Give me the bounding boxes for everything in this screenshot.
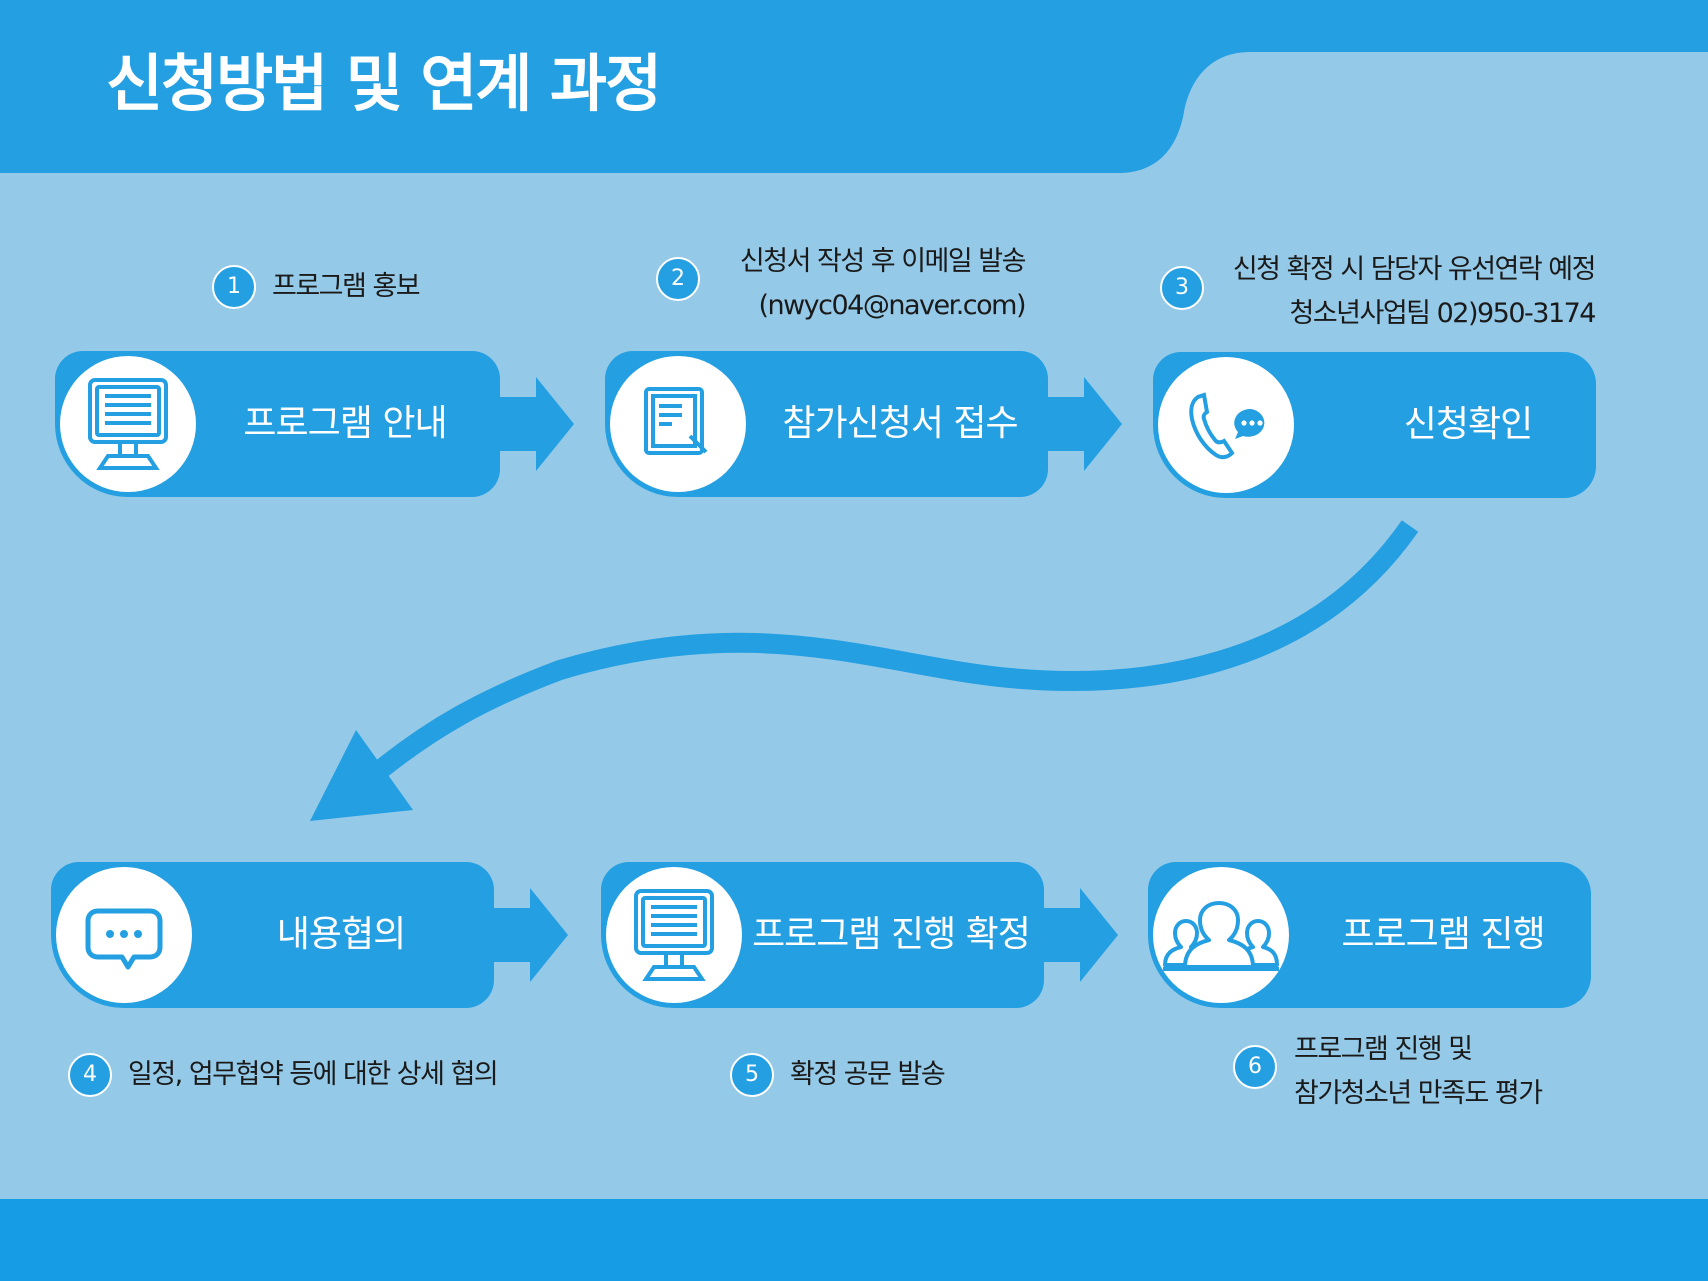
step-6: 프로그램 진행 [1148,862,1591,1008]
right-arrow-icon [494,888,568,982]
step-note: 프로그램 진행 및 참가청소년 만족도 평가 [1294,1028,1543,1116]
step-icon-circle [1153,867,1289,1003]
step-note-line: 일정, 업무협약 등에 대한 상세 협의 [128,1059,499,1090]
step-1: 프로그램 안내 [55,351,575,497]
step-icon-circle [56,867,192,1003]
step-note: 신청 확정 시 담당자 유선연락 예정 청소년사업팀 02)950-3174 [1210,248,1597,336]
step-note: 일정, 업무협약 등에 대한 상세 협의 [128,1053,499,1097]
footer-band [0,1199,1708,1281]
step-note: 프로그램 홍보 [272,265,421,309]
flow-curve-arrowhead [310,730,413,821]
page-title: 신청방법 및 연계 과정 [106,47,662,120]
step-label: 신청확인 [1403,404,1533,445]
step-number-badge: 1 [212,265,256,309]
right-arrow-icon [1044,888,1118,982]
step-number-badge: 2 [656,257,700,301]
step-icon-circle [610,356,746,492]
step-label: 프로그램 진행 [1341,914,1545,955]
step-label: 내용협의 [276,914,406,955]
step-3: 신청확인 [1153,352,1596,498]
step-note-line: 프로그램 진행 및 [1294,1034,1473,1065]
header-band [0,0,1708,173]
step-number-badge: 4 [68,1053,112,1097]
step-note-line: 확정 공문 발송 [790,1059,946,1090]
step-label: 프로그램 안내 [243,403,447,444]
right-arrow-icon [500,377,574,471]
step-number-badge: 3 [1160,266,1204,310]
step-note-line: 프로그램 홍보 [272,271,421,302]
step-icon-circle [606,867,742,1003]
step-note: 확정 공문 발송 [790,1053,946,1097]
people-group-icon [1163,901,1279,971]
monitor-icon [634,889,714,981]
step-number-badge: 6 [1233,1045,1277,1089]
document-icon [644,387,708,455]
chat-bubble-icon [85,908,163,970]
phone-chat-icon [1189,392,1265,460]
step-4: 내용협의 [51,862,571,1008]
step-5: 프로그램 진행 확정 [601,862,1121,1008]
step-note-line: 참가청소년 만족도 평가 [1294,1078,1543,1109]
step-note: 신청서 작성 후 이메일 발송 (nwyc04@naver.com) [710,240,1027,328]
monitor-icon [88,378,168,470]
step-note-line: (nwyc04@naver.com) [758,290,1026,321]
step-note-line: 청소년사업팀 02)950-3174 [1289,298,1596,329]
step-2: 참가신청서 접수 [605,351,1125,497]
step-icon-circle [1158,357,1294,493]
step-icon-circle [60,356,196,492]
step-label: 프로그램 진행 확정 [752,914,1031,955]
flow-curve-arrow [373,520,1419,778]
step-label: 참가신청서 접수 [782,403,1018,444]
right-arrow-icon [1048,377,1122,471]
step-note-line: 신청서 작성 후 이메일 발송 [739,246,1027,277]
step-number-badge: 5 [730,1053,774,1097]
step-note-line: 신청 확정 시 담당자 유선연락 예정 [1232,254,1597,285]
